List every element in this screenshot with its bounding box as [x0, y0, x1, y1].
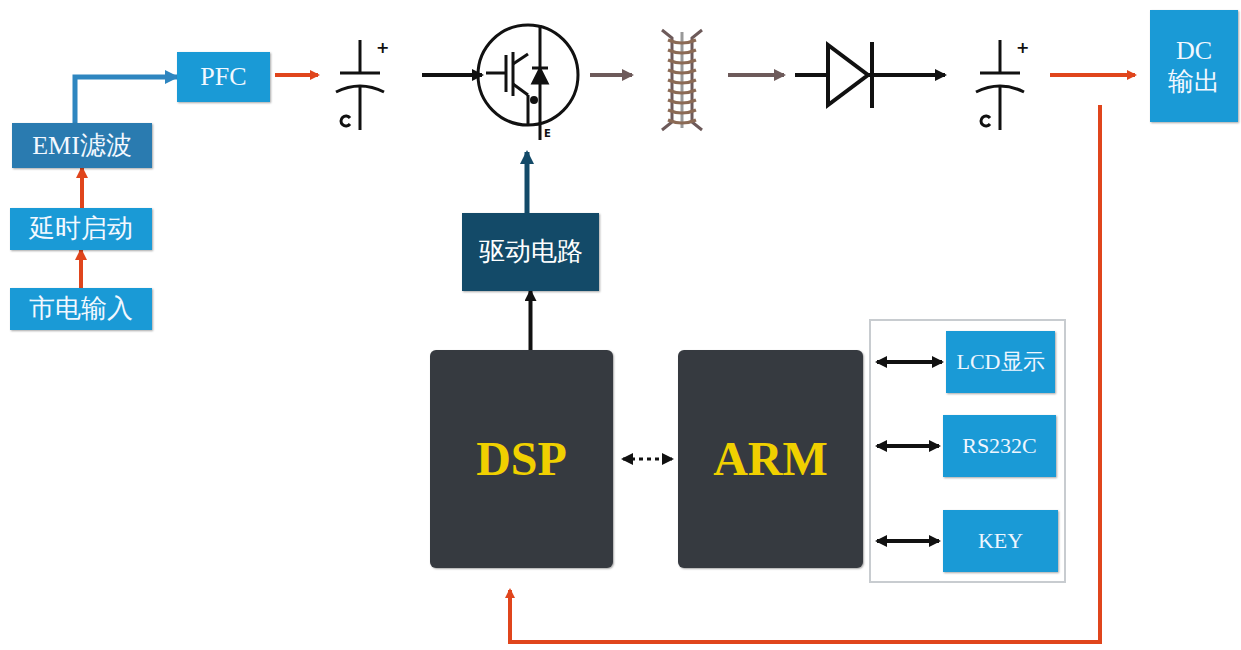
- polarity-mark: +: [376, 38, 389, 57]
- node-text: EMI滤波: [32, 130, 132, 161]
- node-text: DC 输出: [1164, 35, 1224, 97]
- delay-start-box: 延时启动: [10, 208, 152, 250]
- arm-chip: ARM: [678, 350, 863, 568]
- dsp-chip: DSP: [430, 350, 613, 568]
- key-box: KEY: [943, 510, 1058, 572]
- polarity-mark: +: [1016, 38, 1029, 57]
- input-box: 市电输入: [10, 288, 152, 330]
- dc-output-box: DC 输出: [1150, 10, 1238, 122]
- connector: [79, 250, 83, 288]
- node-text: KEY: [978, 528, 1023, 554]
- rs232-box: RS232C: [943, 415, 1056, 477]
- node-text: DSP: [476, 430, 567, 488]
- node-text: 延时启动: [29, 213, 133, 244]
- node-text: RS232C: [962, 433, 1037, 459]
- connector: [877, 539, 939, 543]
- node-text: 市电输入: [29, 293, 133, 324]
- driver-box: 驱动电路: [462, 213, 599, 291]
- connector: [877, 444, 939, 448]
- connector: [877, 360, 942, 364]
- connector: [75, 77, 177, 123]
- node-text: PFC: [200, 61, 246, 92]
- emi-filter-box: EMI滤波: [12, 123, 152, 168]
- connector: [80, 168, 84, 208]
- node-text: LCD显示: [957, 349, 1045, 375]
- lcd-box: LCD显示: [946, 331, 1055, 393]
- node-text: 驱动电路: [479, 236, 583, 267]
- connector: [623, 458, 672, 461]
- pfc-box: PFC: [177, 52, 270, 102]
- connector: [529, 291, 533, 350]
- terminal-label: E: [544, 128, 551, 139]
- node-text: ARM: [713, 430, 828, 488]
